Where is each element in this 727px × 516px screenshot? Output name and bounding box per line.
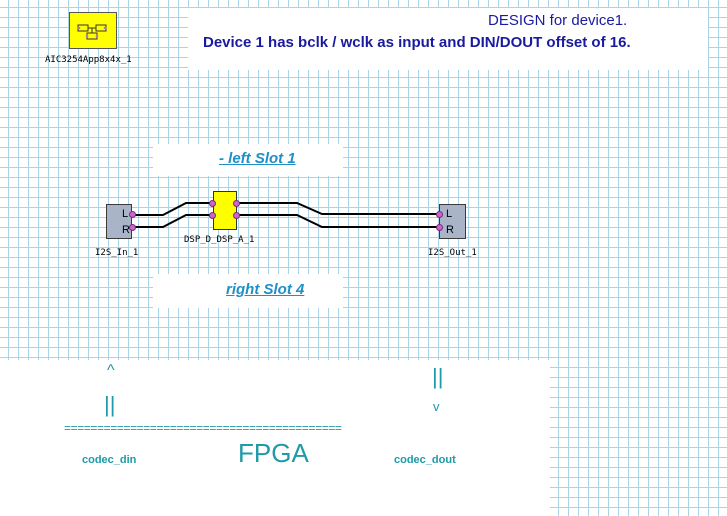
up-arrow: ^ xyxy=(107,362,115,379)
dsp-block[interactable] xyxy=(213,191,237,230)
wire-out-top xyxy=(237,202,440,215)
i2s-in-pin-bottom[interactable] xyxy=(129,224,136,231)
i2s-in-label: I2S_In_1 xyxy=(95,248,139,258)
i2s-out-pin-top[interactable] xyxy=(436,211,443,218)
dsp-pin-in-bottom[interactable] xyxy=(209,212,216,219)
up-bars: || xyxy=(104,392,116,417)
design-description: Device 1 has bclk / wclk as input and DI… xyxy=(203,34,631,51)
pin-l: L xyxy=(122,208,129,220)
left-slot-label: - left Slot 1 xyxy=(219,150,296,167)
fpga-title: FPGA xyxy=(238,438,309,468)
i2s-in-block[interactable]: L R xyxy=(106,204,132,239)
wire-in-bottom xyxy=(133,214,213,228)
wire-in-top xyxy=(133,202,213,216)
i2s-in-pin-top[interactable] xyxy=(129,211,136,218)
title-panel xyxy=(188,8,708,70)
right-slot-panel xyxy=(153,274,343,308)
fpga-divider: ========================================… xyxy=(64,421,342,435)
pin-r: R xyxy=(446,224,454,236)
down-bars: || xyxy=(432,364,444,389)
codec-din-label: codec_din xyxy=(82,454,137,466)
right-slot-label: right Slot 4 xyxy=(226,281,305,298)
dsp-label: DSP_D_DSP_A_1 xyxy=(184,235,255,245)
i2s-out-label: I2S_Out_1 xyxy=(428,248,477,258)
aic3254-component[interactable] xyxy=(69,12,117,49)
dsp-pin-out-top[interactable] xyxy=(233,200,240,207)
down-arrow: v xyxy=(433,399,440,414)
pin-r: R xyxy=(122,224,130,236)
fpga-panel xyxy=(0,360,550,516)
codec-dout-label: codec_dout xyxy=(394,454,456,466)
left-slot-panel xyxy=(153,144,343,176)
component-label: AIC3254App8x4x_1 xyxy=(45,55,132,65)
i2s-out-block[interactable]: L R xyxy=(439,204,466,239)
chip-icon xyxy=(77,24,107,40)
wire-out-bottom xyxy=(237,214,440,228)
pin-l: L xyxy=(446,208,453,220)
dsp-pin-out-bottom[interactable] xyxy=(233,212,240,219)
dsp-pin-in-top[interactable] xyxy=(209,200,216,207)
design-title: DESIGN for device1. xyxy=(488,12,628,29)
i2s-out-pin-bottom[interactable] xyxy=(436,224,443,231)
